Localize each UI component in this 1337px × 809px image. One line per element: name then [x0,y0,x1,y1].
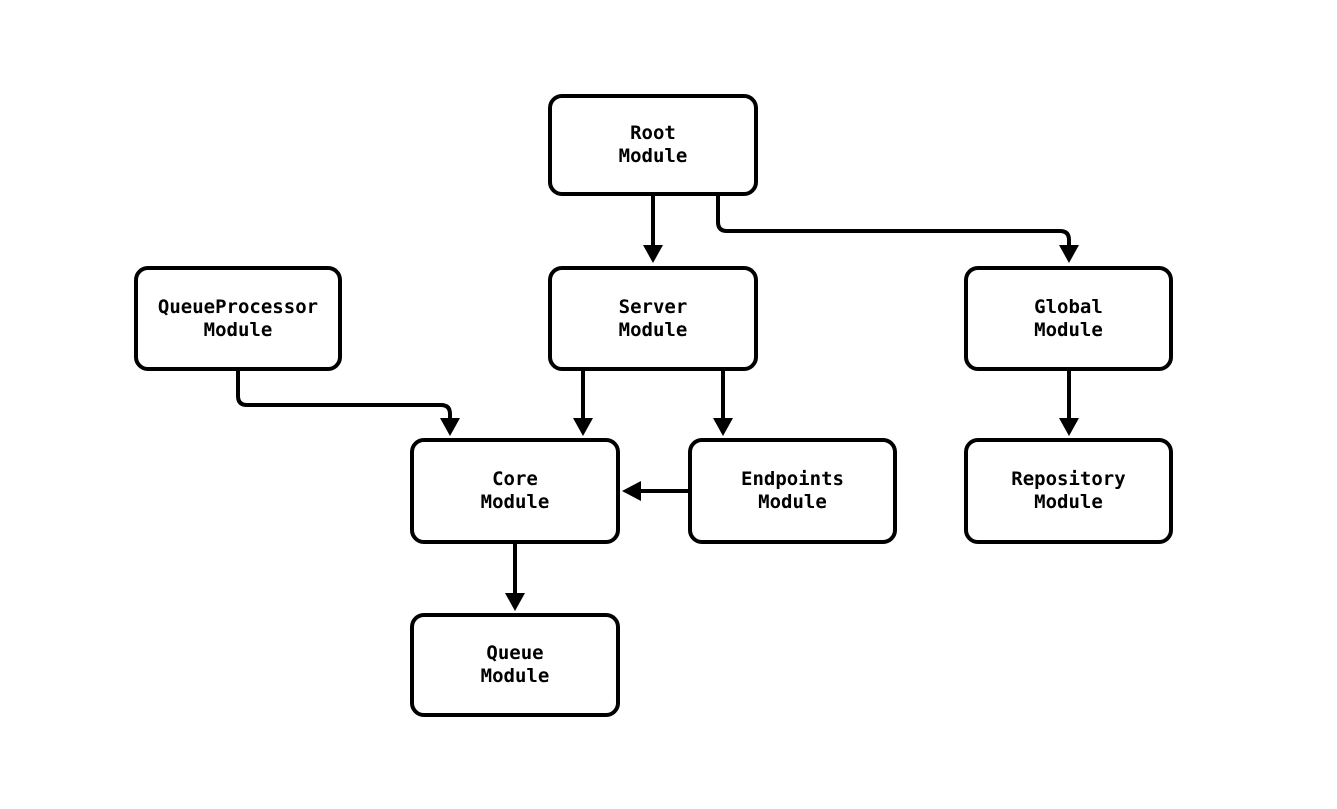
node-queue-module-label: Queue Module [480,642,550,687]
edge-core-queue [505,544,525,611]
edge-endpoints-core [622,481,688,501]
node-root-module[interactable]: Root Module [548,94,758,196]
edge-server-core [573,371,593,436]
node-endpoints-module[interactable]: Endpoints Module [688,438,897,544]
node-server-module-label: Server Module [618,295,688,341]
node-core-module-label: Core Module [480,468,550,513]
node-queueprocessor-module[interactable]: QueueProcessor Module [134,266,342,371]
edge-queueprocessor-core [236,371,460,436]
node-repository-module[interactable]: Repository Module [964,438,1173,544]
node-root-module-label: Root Module [618,122,688,167]
node-queueprocessor-module-label: QueueProcessor Module [157,295,319,341]
node-global-module-label: Global Module [1034,295,1103,341]
edge-global-repository [1059,371,1079,436]
node-queue-module[interactable]: Queue Module [410,613,620,717]
node-repository-module-label: Repository Module [1011,468,1126,513]
edge-server-endpoints [713,371,733,436]
edge-root-global [716,196,1079,263]
node-server-module[interactable]: Server Module [548,266,758,371]
node-core-module[interactable]: Core Module [410,438,620,544]
node-endpoints-module-label: Endpoints Module [741,468,844,513]
edge-root-server [643,196,663,263]
node-global-module[interactable]: Global Module [964,266,1173,371]
